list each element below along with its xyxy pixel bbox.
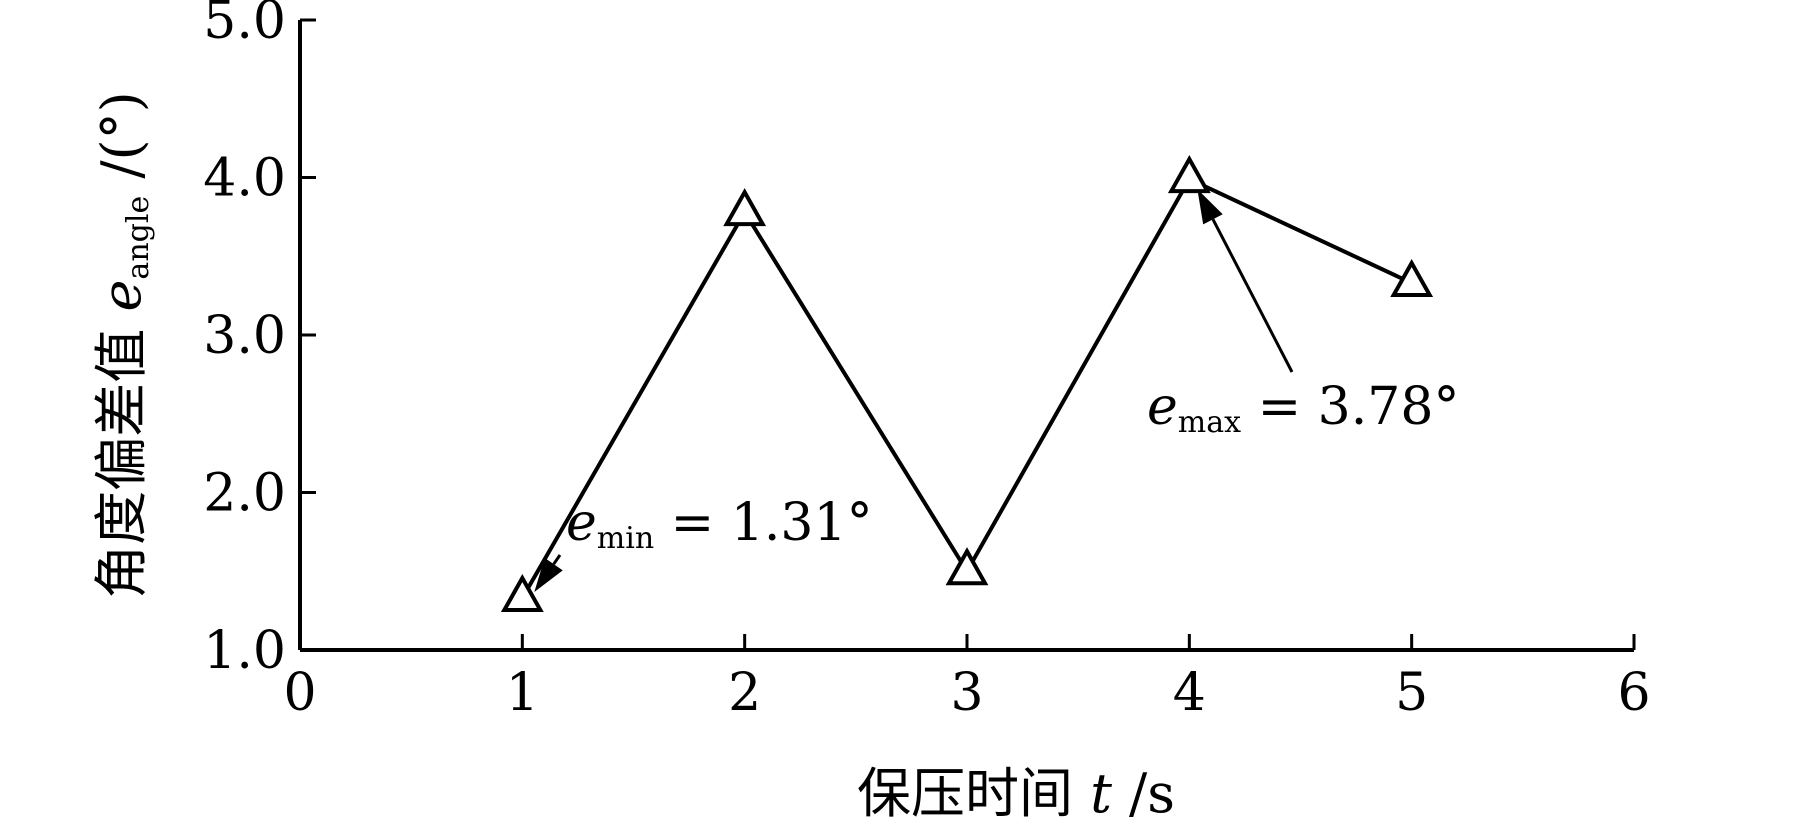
y-axis-title: 角度偏差值 eangle /(°) <box>90 91 156 598</box>
data-point <box>945 547 989 586</box>
y-axis-title-symbol: e <box>90 280 153 312</box>
annotation-min-sub: min <box>597 521 654 556</box>
x-tick-label: 5 <box>1395 663 1428 723</box>
data-point <box>500 573 544 613</box>
x-tick-label: 4 <box>1173 663 1206 723</box>
x-tick-label: 2 <box>728 663 761 723</box>
y-tick-label: 1.0 <box>203 621 286 681</box>
annotation-min-label: emin = 1.31° <box>566 493 873 556</box>
x-tick-label: 3 <box>950 663 983 723</box>
y-axis-title-unit: /(°) <box>90 91 153 196</box>
axis-ticks: 0 1 2 3 4 5 6 1.0 2.0 3.0 4.0 5.0 <box>203 0 1650 723</box>
x-axis-title: 保压时间 t /s <box>857 762 1175 818</box>
annotation-min-arrow <box>552 554 562 565</box>
annotation-min-arrowhead <box>534 557 563 593</box>
y-tick-label: 4.0 <box>203 149 286 209</box>
x-axis-title-symbol: t <box>1090 762 1112 818</box>
y-axis-title-sub: angle <box>121 196 156 280</box>
annotation-max: emax = 3.78° <box>1147 189 1459 440</box>
annotation-max-arrowhead <box>1197 189 1223 225</box>
data-point <box>723 188 767 227</box>
annotation-min-value: = 1.31° <box>654 493 872 553</box>
annotation-max-arrow <box>1211 218 1294 373</box>
annotation-max-label: emax = 3.78° <box>1147 377 1459 440</box>
data-point <box>1167 154 1211 194</box>
y-tick-label: 3.0 <box>203 306 286 366</box>
y-tick-label: 2.0 <box>203 464 286 524</box>
y-axis-title-text: 角度偏差值 <box>90 312 153 599</box>
annotation-min-symbol: e <box>566 493 597 553</box>
y-tick-label: 5.0 <box>203 0 286 51</box>
x-axis-title-unit: /s <box>1112 762 1175 818</box>
x-tick-label: 1 <box>506 663 539 723</box>
data-point <box>1390 258 1434 298</box>
annotation-max-value: = 3.78° <box>1241 377 1459 437</box>
annotation-max-symbol: e <box>1147 377 1178 437</box>
data-markers <box>500 154 1434 613</box>
x-tick-label: 6 <box>1617 663 1650 723</box>
annotation-max-sub: max <box>1178 405 1241 440</box>
annotation-min: emin = 1.31° <box>534 493 873 593</box>
x-tick-label: 0 <box>283 663 316 723</box>
x-axis-title-text: 保压时间 <box>857 762 1090 818</box>
